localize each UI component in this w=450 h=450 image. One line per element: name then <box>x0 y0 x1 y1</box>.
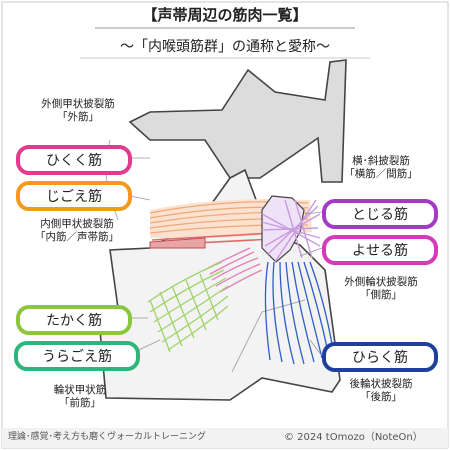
label-cricothyroid: 輪状甲状筋 「前筋」 <box>53 384 107 409</box>
label-lateral-thyroarytenoid: 外側甲状披裂筋 「外筋」 <box>41 98 115 123</box>
pill-jigoe: じごえ筋 <box>16 181 132 211</box>
label-thyroarytenoid: 内側甲状披裂筋 「内筋／声帯筋」 <box>35 218 119 243</box>
label-interarytenoid: 横･斜披裂筋 「横筋／間筋」 <box>344 155 418 180</box>
pill-uragoe: うらごえ筋 <box>14 341 140 371</box>
footer-bar <box>2 428 448 448</box>
pill-yoseru: よせる筋 <box>322 235 438 265</box>
page-title: 【声帯周辺の筋肉一覧】 <box>142 6 308 24</box>
pill-hiraku: ひらく筋 <box>322 342 438 372</box>
label-lateral-cricoarytenoid: 外側輪状披裂筋 「側筋」 <box>344 276 418 301</box>
cricothyroid-muscle <box>147 261 229 353</box>
footer-tagline: 理論･感覚･考え方も磨くヴォーカルトレーニング <box>8 432 207 442</box>
thyroid-cartilage <box>128 59 347 183</box>
interarytenoid-muscle <box>261 195 321 263</box>
label-posterior-cricoarytenoid: 後輪状披裂筋 「後筋」 <box>349 378 413 403</box>
pill-hikuku: ひくく筋 <box>16 145 132 175</box>
posterior-cricoarytenoid-muscle <box>264 261 333 365</box>
page-subtitle: 〜「内喉頭筋群」の通称と愛称〜 <box>120 39 330 55</box>
footer-copyright: © 2024 tOmozo（NoteOn） <box>284 432 423 443</box>
pill-takaku: たかく筋 <box>16 305 132 335</box>
pill-tojiru: とじる筋 <box>322 199 438 229</box>
